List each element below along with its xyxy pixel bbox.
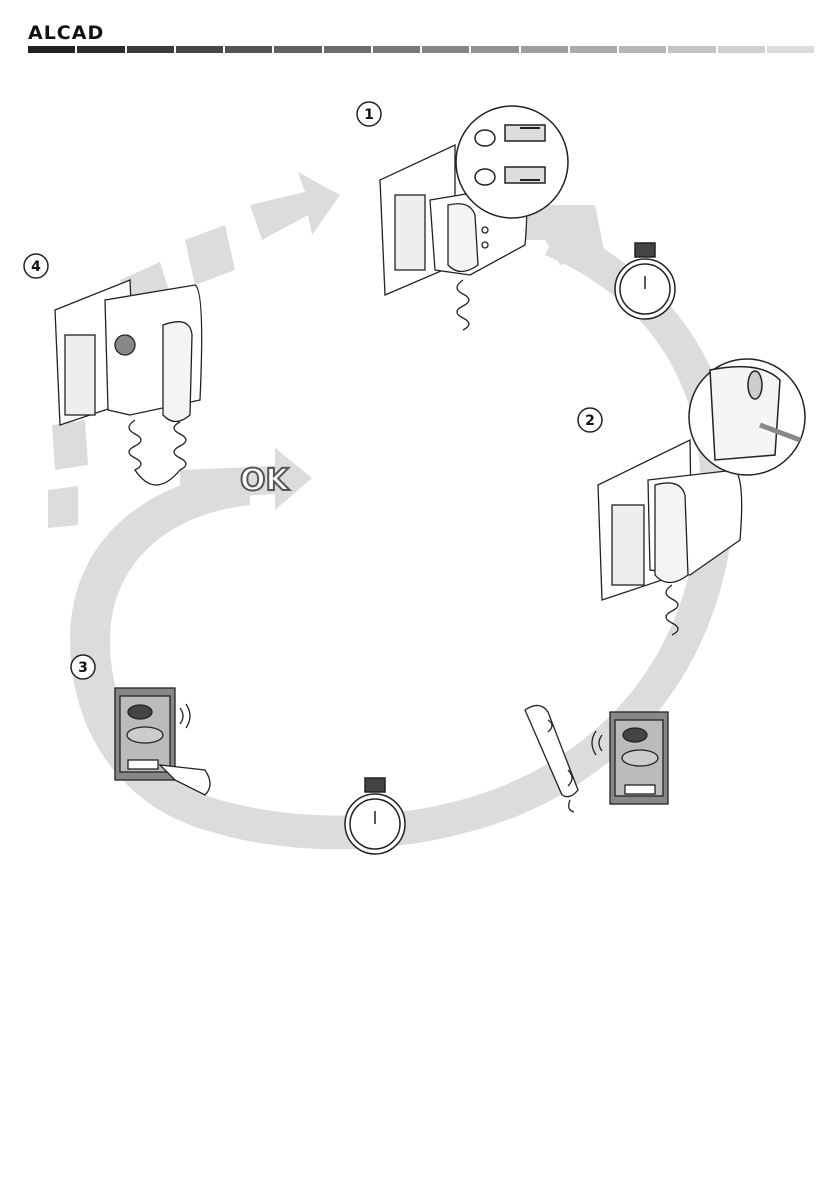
step-2-badge: 2 [578, 408, 602, 432]
ok-label: OK [240, 463, 291, 498]
step-4-badge: 4 [24, 254, 48, 278]
hand-icon [689, 359, 805, 475]
svg-text:3: 3 [78, 660, 88, 676]
switch-detail-icon [456, 106, 568, 218]
step-3-badge: 3 [71, 655, 95, 679]
svg-text:2: 2 [585, 413, 595, 429]
stopwatch-icon [615, 243, 675, 319]
svg-text:4: 4 [31, 259, 41, 275]
svg-text:1: 1 [364, 107, 374, 123]
door-panel-icon [115, 688, 190, 780]
step-1-badge: 1 [357, 102, 381, 126]
stopwatch-icon [345, 778, 405, 854]
